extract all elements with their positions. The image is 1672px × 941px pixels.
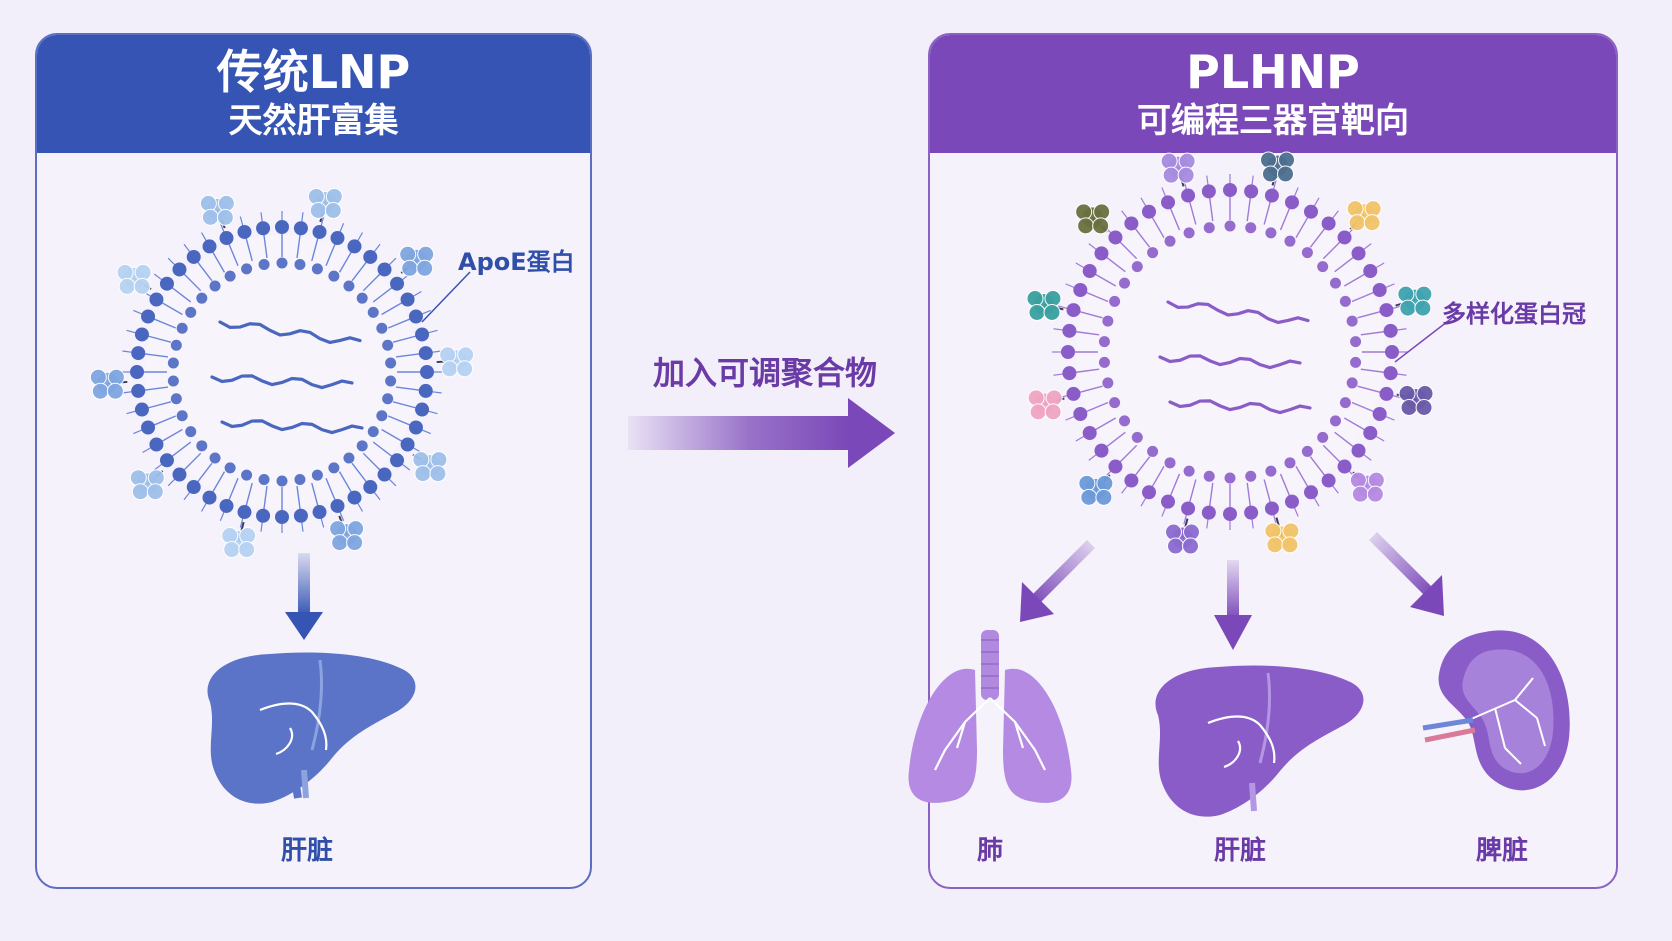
plhnp-particle — [1026, 151, 1434, 555]
corona-protein-icon — [1397, 285, 1433, 317]
corona-protein-icon — [1260, 151, 1296, 183]
corona-callout-line — [1394, 317, 1453, 363]
spleen-icon — [1422, 630, 1570, 791]
apoe-protein-icon — [399, 245, 435, 277]
spleen-label: 脾脏 — [1475, 836, 1528, 866]
corona-protein-icon — [1026, 289, 1062, 321]
apoe-protein-icon — [329, 520, 365, 552]
corona-protein-icon — [1164, 523, 1200, 555]
traditional-lnp-title: 传统LNP — [216, 45, 411, 99]
corona-protein-icon — [1027, 389, 1063, 421]
apoe-protein-icon — [199, 194, 235, 226]
liver-icon — [207, 652, 416, 804]
apoe-protein-icon — [89, 368, 125, 400]
corona-protein-icon — [1264, 522, 1300, 554]
apoe-protein-icon — [439, 346, 475, 378]
liver-icon — [1155, 665, 1364, 817]
lung-arrow — [1020, 540, 1095, 622]
lung-icon — [908, 630, 1072, 803]
transition-arrow — [628, 398, 895, 468]
corona-protein-icon — [1075, 203, 1111, 235]
plhnp-subtitle: 可编程三器官靶向 — [1137, 101, 1409, 141]
apoe-protein-icon — [129, 469, 165, 501]
apoe-protein-icon — [221, 527, 257, 559]
liver-label-left: 肝脏 — [280, 836, 333, 866]
apoe-callout-line — [421, 271, 471, 323]
corona-label: 多样化蛋白冠 — [1442, 300, 1586, 328]
corona-protein-icon — [1160, 152, 1196, 184]
traditional-lnp-subtitle: 天然肝富集 — [228, 101, 399, 141]
spleen-arrow — [1369, 532, 1444, 616]
corona-protein-icon — [1349, 471, 1385, 503]
plhnp-header: PLHNP 可编程三器官靶向 — [930, 35, 1616, 153]
corona-protein-icon — [1398, 385, 1434, 417]
corona-protein-icon — [1346, 200, 1382, 232]
apoe-protein-icon — [116, 263, 152, 295]
plhnp-title: PLHNP — [1186, 45, 1360, 99]
apoe-label: ApoE蛋白 — [458, 248, 575, 276]
transition-label: 加入可调聚合物 — [652, 354, 877, 392]
apoe-protein-icon — [412, 451, 448, 483]
lnp-particle — [89, 187, 475, 559]
traditional-lnp-header: 传统LNP 天然肝富集 — [37, 35, 590, 153]
liver-label-right: 肝脏 — [1213, 836, 1266, 866]
lung-label: 肺 — [976, 836, 1003, 866]
liver-arrow-left — [285, 553, 323, 640]
apoe-protein-icon — [307, 187, 343, 219]
liver-arrow-right — [1214, 560, 1252, 650]
corona-protein-icon — [1078, 474, 1114, 506]
